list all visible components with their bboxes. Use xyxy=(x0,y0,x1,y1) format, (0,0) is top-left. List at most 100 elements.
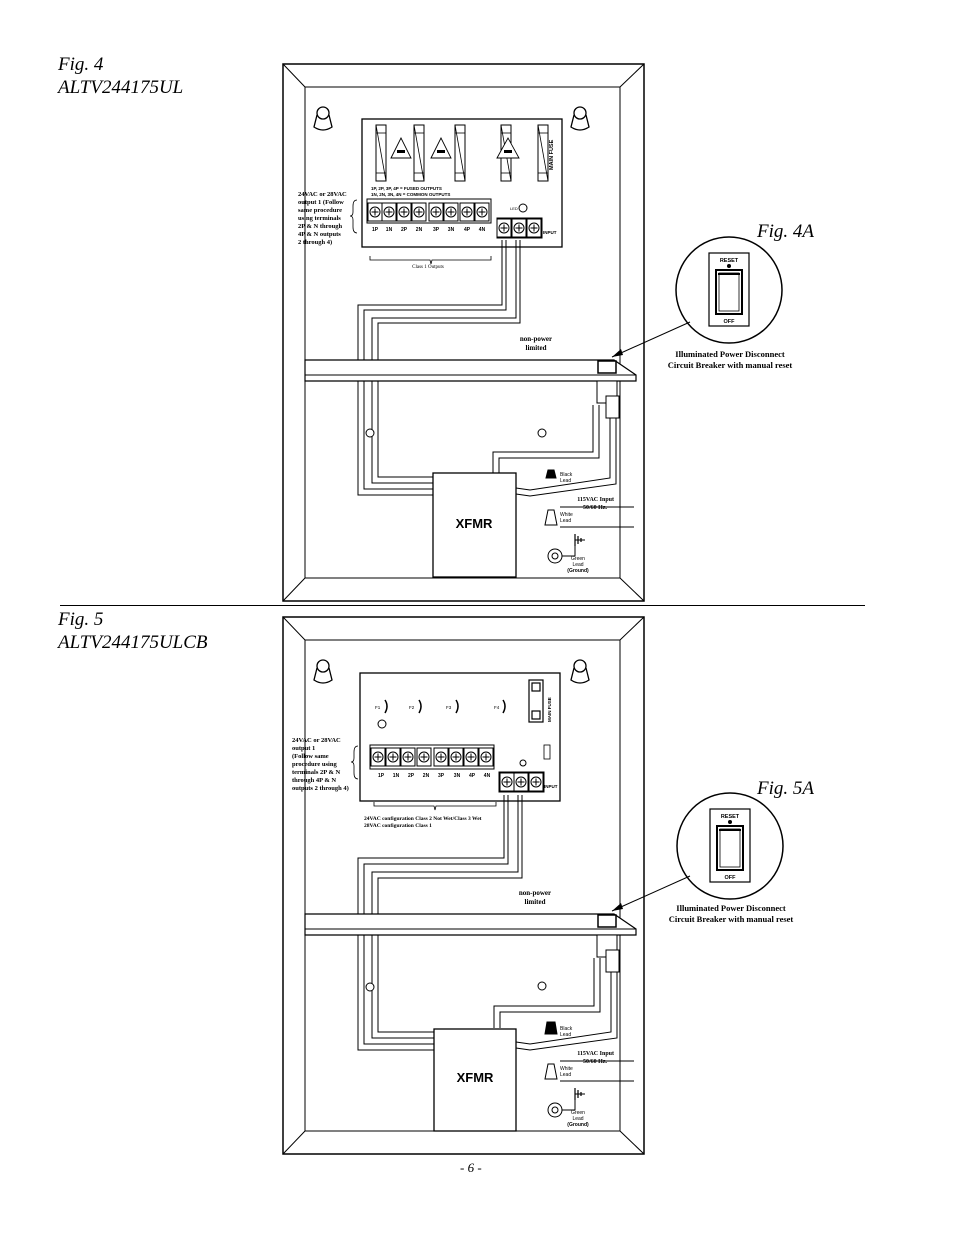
fig4-class-note: Class 1 Outputs xyxy=(412,265,444,270)
fig4-terminal-2n: 2N xyxy=(416,227,423,233)
svg-text:Black: Black xyxy=(560,472,573,478)
fig5-breaker-switch[interactable] xyxy=(597,914,617,928)
svg-text:Black: Black xyxy=(560,1026,573,1032)
svg-text:24VAC or 28VAC: 24VAC or 28VAC xyxy=(298,191,347,198)
fig5a-label: Fig. 5A xyxy=(757,778,814,799)
fig5-black-lead: Black Lead xyxy=(544,1021,573,1038)
svg-text:2P & N through: 2P & N through xyxy=(298,223,343,230)
fig4-main-fuse-label: MAIN FUSE xyxy=(549,139,555,170)
fig4-wiring xyxy=(357,240,634,528)
fig4-non-power-line2: limited xyxy=(526,344,547,352)
fig5-input-spec-line1: 115VAC Input xyxy=(577,1051,614,1057)
fig4-power-board: MAIN FUSE 1P, 2P, 3P, 4P = FUSED OUTPUTS… xyxy=(361,118,563,270)
fig5-fuse-f4: F4 xyxy=(494,705,500,710)
fig5-white-lead: White Lead xyxy=(544,1063,573,1080)
svg-text:White: White xyxy=(560,1066,573,1072)
svg-text:White: White xyxy=(560,512,573,518)
svg-text:Green: Green xyxy=(571,1110,585,1116)
fig5-terminal-4p: 4P xyxy=(469,773,476,779)
svg-text:(Follow same: (Follow same xyxy=(292,753,329,760)
svg-text:4P & N outputs: 4P & N outputs xyxy=(298,231,341,238)
fig5-non-power-line2: limited xyxy=(525,898,546,906)
fig4-led-label: LED xyxy=(510,206,518,211)
fig5-side-note: 24VAC or 28VAC output 1 (Follow same pro… xyxy=(292,737,359,792)
fig4-xfmr-label: XFMR xyxy=(456,516,493,531)
page-number: - 6 - xyxy=(460,1160,482,1175)
svg-text:24VAC or 28VAC: 24VAC or 28VAC xyxy=(292,737,341,744)
fig5a-caption-line1: Illuminated Power Disconnect xyxy=(676,903,786,913)
fig4-terminal-4p: 4P xyxy=(464,227,471,233)
fig4a-caption-line1: Illuminated Power Disconnect xyxy=(675,349,785,359)
fig4-side-note: 24VAC or 28VAC output 1 (Follow same pro… xyxy=(298,191,358,246)
svg-text:Lead: Lead xyxy=(560,518,571,524)
fig4-terminal-1p: 1P xyxy=(372,227,379,233)
fig5-label: Fig. 5 xyxy=(58,609,104,630)
fig5-terminal-1p: 1P xyxy=(378,773,385,779)
fig5-breaker-rail xyxy=(304,913,637,973)
fig4-breaker-rail xyxy=(304,359,637,419)
svg-text:terminals 2P & N: terminals 2P & N xyxy=(292,769,341,776)
fig4-mount-hole-left xyxy=(365,428,375,438)
fig4-terminal-strip xyxy=(367,202,490,222)
fig4-terminal-4n: 4N xyxy=(479,227,486,233)
fig5-input-label: INPUT xyxy=(544,784,558,789)
fig4-input-spec-line1: 115VAC Input xyxy=(577,497,614,503)
fig4-mount-hole-right xyxy=(537,428,547,438)
figure-divider xyxy=(60,605,865,606)
fig4a-off-label: OFF xyxy=(724,319,736,325)
fig5a-off-label: OFF xyxy=(725,875,737,881)
fig5-terminal-2n: 2N xyxy=(423,773,430,779)
fig5-non-power-line1: non-power xyxy=(519,889,551,897)
fig4-fused-outputs-note: 1P, 2P, 3P, 4P = FUSED OUTPUTS xyxy=(371,186,442,191)
fig5-terminal-2p: 2P xyxy=(408,773,415,779)
svg-text:Green: Green xyxy=(571,556,585,562)
fig5-input-spec-line2: 50/60 Hz. xyxy=(583,1059,607,1065)
svg-text:same procedure: same procedure xyxy=(298,207,342,214)
svg-text:procedure using: procedure using xyxy=(292,761,337,768)
fig4-black-lead: Black Lead xyxy=(545,469,573,484)
svg-text:through 4P & N: through 4P & N xyxy=(292,777,336,784)
fig4-non-power-line1: non-power xyxy=(520,335,552,343)
fig4-model: ALTV244175UL xyxy=(58,77,184,98)
fig4-common-outputs-note: 1N, 2N, 3N, 4N = COMMON OUTPUTS xyxy=(371,192,450,197)
fig4-input-spec-line2: 50/60 Hz. xyxy=(583,505,607,511)
fig5-terminal-1n: 1N xyxy=(393,773,400,779)
fig5-wiring xyxy=(357,795,634,1082)
fig4-terminal-2p: 2P xyxy=(401,227,408,233)
fig5-transformer xyxy=(433,1028,517,1132)
fig5-terminal-4n: 4N xyxy=(484,773,491,779)
svg-text:(Ground): (Ground) xyxy=(567,568,589,574)
fig5-fuse-f1: F1 xyxy=(375,705,381,710)
fig4-label: Fig. 4 xyxy=(58,54,104,75)
fig5a-caption-line2: Circuit Breaker with manual reset xyxy=(669,914,794,924)
fig4a-reset-label: RESET xyxy=(720,258,739,264)
fig5-mount-hole-right xyxy=(537,981,547,991)
fig4-transformer xyxy=(432,472,517,578)
fig5-class-note-line2: 28VAC configuration Class 1 xyxy=(364,823,432,829)
fig4-white-lead: White Lead xyxy=(544,509,573,526)
fig5a-reset-label: RESET xyxy=(721,814,740,820)
fig5-power-board: F1 F2 F3 F4 MAIN FUSE 1P 1N 2P 2N 3P 3N … xyxy=(359,672,561,811)
fig4-terminal-1n: 1N xyxy=(386,227,393,233)
svg-text:Lead: Lead xyxy=(572,562,583,568)
svg-text:(Ground): (Ground) xyxy=(567,1122,589,1128)
fig4-breaker-switch[interactable] xyxy=(597,360,617,374)
fig4-input-label: INPUT xyxy=(543,230,557,235)
fig5-main-fuse-label: MAIN FUSE xyxy=(547,697,552,722)
fig5-class-note-line1: 24VAC configuration Class 2 Not Wet/Clas… xyxy=(364,816,482,822)
svg-text:Lead: Lead xyxy=(560,478,571,484)
fig5a-breaker-detail: RESET OFF xyxy=(611,792,784,912)
svg-text:outputs 2 through 4): outputs 2 through 4) xyxy=(292,785,349,792)
fig5-model: ALTV244175ULCB xyxy=(58,632,208,653)
fig5-fuse-f2: F2 xyxy=(409,705,415,710)
svg-text:Lead: Lead xyxy=(560,1032,571,1038)
fig4-green-lead: Green Lead (Ground) xyxy=(547,534,589,574)
fig4a-label: Fig. 4A xyxy=(757,221,814,242)
fig4a-breaker-detail: RESET OFF xyxy=(611,236,783,358)
svg-text:using terminals: using terminals xyxy=(298,215,341,222)
svg-text:output 1 (Follow: output 1 (Follow xyxy=(298,199,344,206)
fig4a-caption-line2: Circuit Breaker with manual reset xyxy=(668,360,793,370)
fig5-terminal-3n: 3N xyxy=(454,773,461,779)
fig4-terminal-3p: 3P xyxy=(433,227,440,233)
fig5-green-lead: Green Lead (Ground) xyxy=(547,1088,589,1128)
